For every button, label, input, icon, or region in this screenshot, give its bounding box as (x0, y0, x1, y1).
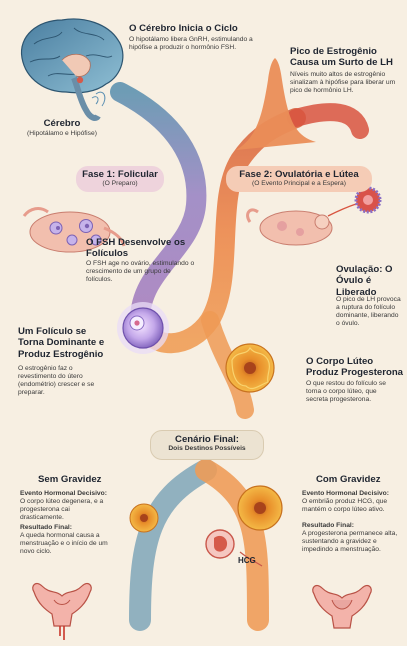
uterus-menstruation-illustration (32, 582, 92, 640)
ovary-follicles-illustration (22, 207, 126, 253)
dominant-follicle-illustration (117, 302, 169, 354)
no-pregnancy-result-desc: A queda hormonal causa a menstruação e o… (20, 532, 108, 555)
final-subtitle: Dois Destinos Possíveis (168, 445, 246, 452)
final-title: Cenário Final: (175, 434, 239, 445)
phase2-title: Fase 2: Ovulatória e Lútea (239, 169, 359, 180)
no-pregnancy-result-label: Resultado Final: (20, 524, 73, 531)
phase1-badge: Fase 1: Folicular (O Preparo) (76, 166, 164, 192)
ovulation-step-title: Ovulação: O Óvulo é Liberado (336, 264, 393, 298)
estrogen-peak-title: Pico de Estrogênio Causa um Surto de LH (290, 46, 393, 69)
corpus-step-title: O Corpo Lúteo Produz Progesterona (306, 356, 404, 379)
ovulation-step-desc: O pico de LH provoca a ruptura do folícu… (336, 296, 401, 327)
corpus-step-desc: O que restou do folículo se torna o corp… (306, 380, 386, 403)
phase2-badge: Fase 2: Ovulatória e Lútea (O Evento Pri… (226, 166, 372, 192)
pregnancy-result-desc: A progesterona permanece alta, sustentan… (302, 530, 398, 553)
brain-sublabel: (Hipotálamo e Hipófise) (27, 130, 97, 137)
phase1-subtitle: (O Preparo) (102, 180, 138, 187)
brain-illustration (20, 18, 124, 121)
ovulation-illustration (246, 186, 382, 246)
no-pregnancy-event-desc: O corpo lúteo degenera, e a progesterona… (20, 498, 104, 521)
final-scenario-badge: Cenário Final: Dois Destinos Possíveis (150, 430, 264, 460)
pregnancy-event-desc: O embrião produz HCG, que mantém o corpo… (302, 498, 388, 513)
dominant-step-title: Um Folículo se Torna Dominante e Produz … (18, 326, 105, 360)
estrogen-peak-desc: Níveis muito altos de estrogênio sinaliz… (290, 71, 396, 94)
embryo-illustration (205, 529, 263, 567)
active-corpus-illustration (237, 485, 283, 531)
fsh-step-title: O FSH Desenvolve os Folículos (86, 237, 186, 260)
pregnancy-result-label: Resultado Final: (302, 522, 355, 529)
lh-surge-spike (236, 58, 316, 150)
dominant-step-desc: O estrogênio faz o revestimento do útero… (18, 365, 95, 396)
fsh-step-desc: O FSH age no ovário, estimulando o cresc… (86, 260, 195, 283)
degenerating-corpus-illustration (129, 503, 159, 533)
no-pregnancy-event-label: Evento Hormonal Decisivo: (20, 490, 107, 497)
brain-label: Cérebro (43, 118, 81, 129)
phase2-subtitle: (O Evento Principal e a Espera) (251, 180, 347, 187)
uterus-pregnancy-illustration (312, 584, 372, 629)
no-pregnancy-title: Sem Gravidez (38, 474, 102, 485)
brain-step-title: O Cérebro Inicia o Ciclo (129, 23, 238, 34)
pregnancy-event-label: Evento Hormonal Decisivo: (302, 490, 389, 497)
brain-step-desc: O hipotálamo libera GnRH, estimulando a … (129, 36, 253, 51)
pregnancy-title: Com Gravidez (316, 474, 381, 485)
corpus-luteum-illustration (225, 343, 275, 393)
phase1-title: Fase 1: Folicular (82, 169, 158, 180)
hcg-label: HCG (238, 556, 256, 565)
